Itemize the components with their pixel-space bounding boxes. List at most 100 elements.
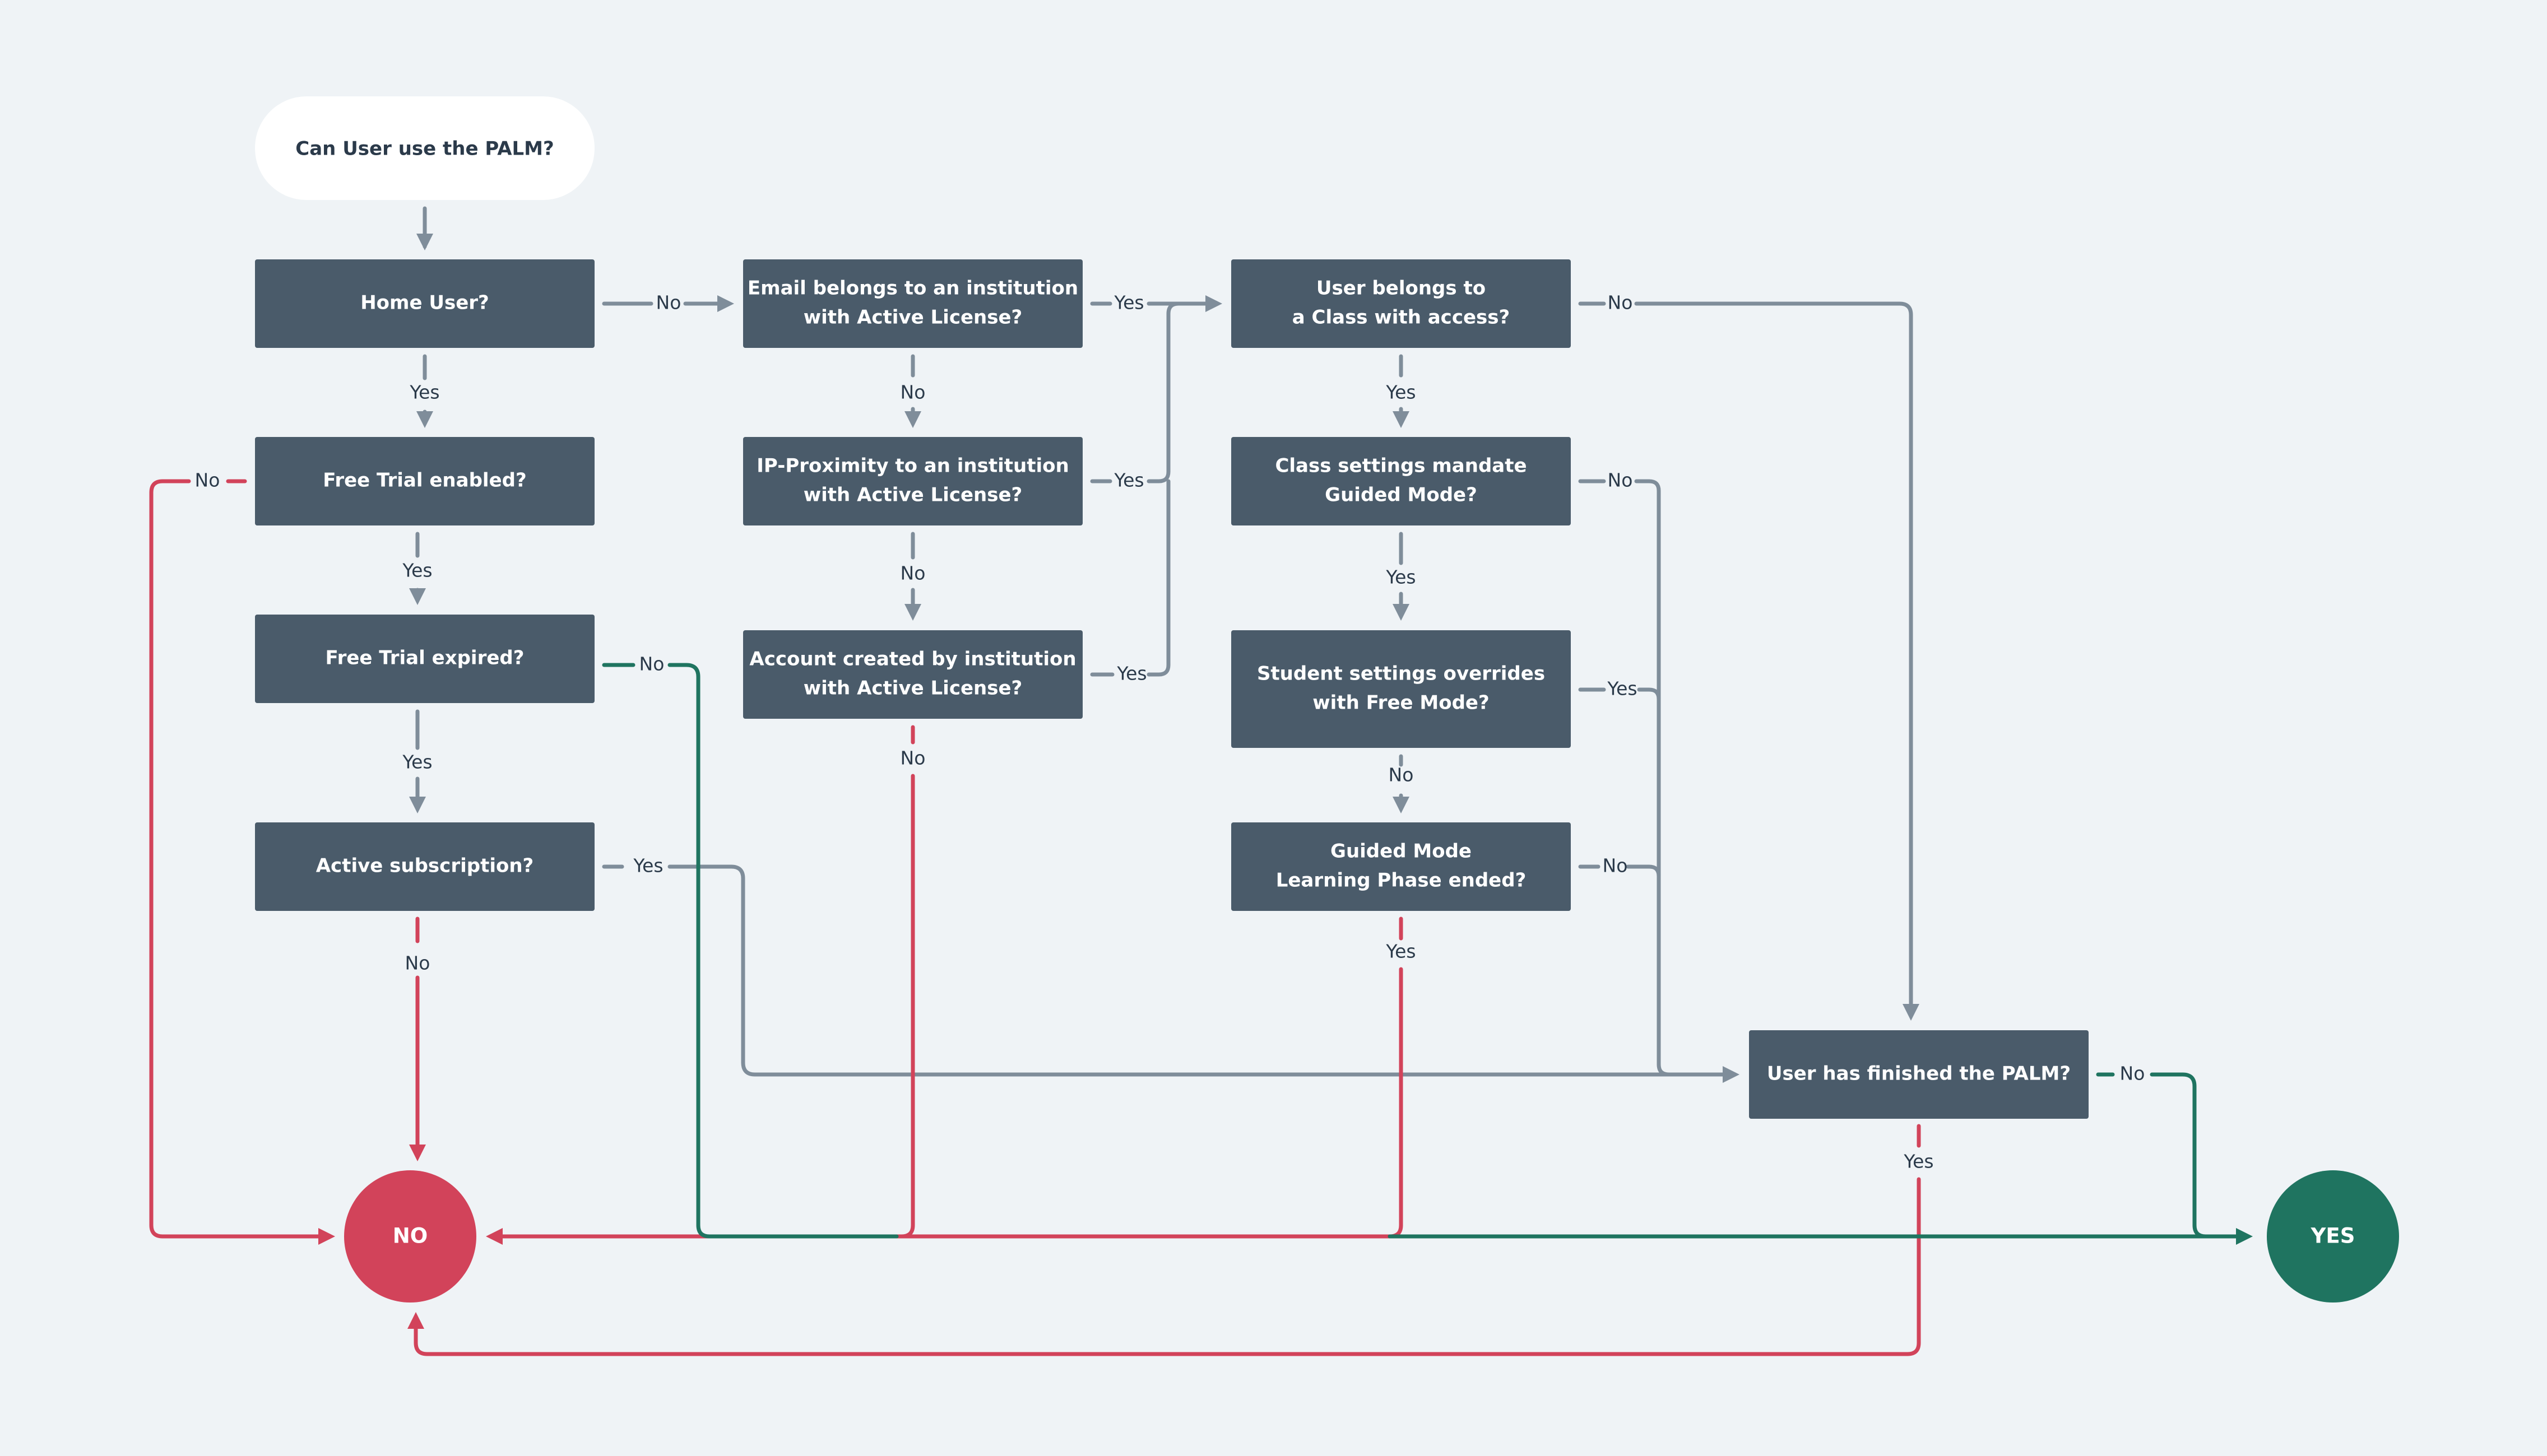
node-label: with Active License?	[804, 677, 1023, 700]
node-box	[1231, 630, 1571, 748]
node-finished-palm: User has finished the PALM?	[1749, 1030, 2089, 1119]
node-ip-proximity: IP-Proximity to an institution with Activ…	[743, 437, 1083, 525]
edge-label-yes: Yes	[1116, 663, 1147, 685]
arrowhead	[717, 295, 734, 312]
connector	[1147, 301, 1181, 483]
node-box	[1749, 1030, 2089, 1119]
connector-lines	[149, 206, 2244, 1356]
node-class-access: User belongs to a Class with access?	[1231, 259, 1571, 348]
connector	[1626, 864, 1661, 878]
arrowheads	[318, 234, 2253, 1329]
edge-label-yes: Yes	[1607, 678, 1637, 700]
node-box	[743, 259, 1083, 348]
edge-label-no: No	[1389, 764, 1414, 786]
edge-label-yes: Yes	[402, 560, 432, 582]
edge-label-yes: Yes	[633, 855, 663, 877]
edge-label-no: No	[901, 562, 926, 584]
node-free-trial-enabled: Free Trial enabled?	[255, 437, 595, 525]
decision-nodes: Home User? Free Trial enabled? Free Trial …	[255, 259, 2089, 1119]
node-box	[1231, 822, 1571, 911]
edge-label-no: No	[1608, 469, 1633, 491]
edge-label-no: No	[656, 292, 681, 314]
arrowhead	[1393, 604, 1409, 621]
node-label: with Active License?	[804, 306, 1023, 329]
node-box	[255, 437, 595, 525]
no-terminal-circle	[344, 1170, 476, 1303]
arrowhead	[416, 411, 433, 428]
node-account-created: Account created by institution with Activ…	[743, 630, 1083, 719]
connector	[414, 1177, 1921, 1356]
node-label: with Active License?	[804, 484, 1023, 506]
node-label: Learning Phase ended?	[1276, 869, 1527, 892]
connector	[149, 479, 327, 1239]
arrowhead	[486, 1228, 503, 1245]
connector	[667, 663, 899, 1239]
node-box	[743, 630, 1083, 719]
node-label: Guided Mode	[1330, 840, 1472, 863]
edge-label-yes: Yes	[402, 751, 432, 773]
start-label: Can User use the PALM?	[295, 138, 554, 160]
node-active-subscription: Active subscription?	[255, 822, 595, 911]
terminal-yes: YES	[2267, 1170, 2399, 1303]
node-label: with Free Mode?	[1312, 692, 1489, 714]
node-label: Student settings overrides	[1257, 663, 1545, 685]
connector	[667, 864, 1731, 1077]
node-label: Account created by institution	[749, 648, 1076, 671]
arrowhead	[407, 1312, 424, 1329]
node-label: Home User?	[360, 292, 489, 314]
edge-label-no: No	[1603, 855, 1628, 877]
edge-labels: NoYesNoYesNoYesYesNoYesNoYesNoYesNoNoYes…	[195, 292, 2145, 1173]
arrowhead	[2236, 1228, 2253, 1245]
node-student-free: Student settings overrides with Free Mode…	[1231, 630, 1571, 748]
edge-label-no: No	[901, 747, 926, 769]
node-free-trial-expired: Free Trial expired?	[255, 615, 595, 703]
node-box	[1231, 437, 1571, 525]
edge-label-no: No	[2120, 1063, 2145, 1085]
connector	[1634, 301, 1913, 1013]
arrowhead	[409, 588, 426, 605]
node-box	[255, 615, 595, 703]
arrowhead	[416, 234, 433, 250]
edge-label-yes: Yes	[1385, 941, 1416, 962]
connector	[899, 774, 915, 1239]
connector	[2150, 1072, 2208, 1239]
arrowhead	[409, 797, 426, 813]
node-label: Free Trial expired?	[326, 647, 525, 669]
node-label: User has finished the PALM?	[1767, 1063, 2071, 1085]
edge-label-yes: Yes	[1114, 469, 1144, 491]
edge-label-yes: Yes	[1385, 566, 1416, 588]
connector	[1634, 479, 1671, 1077]
arrowhead	[1393, 797, 1409, 813]
edge-label-no: No	[901, 382, 926, 403]
edge-label-no: No	[195, 469, 220, 491]
edge-label-yes: Yes	[1903, 1151, 1933, 1173]
connector	[494, 967, 1403, 1239]
node-box	[255, 259, 595, 348]
arrowhead	[1205, 295, 1222, 312]
edge-label-no: No	[405, 952, 430, 974]
node-box	[1231, 259, 1571, 348]
connector	[1147, 479, 1171, 677]
node-label: IP-Proximity to an institution	[757, 455, 1069, 477]
node-label: Free Trial enabled?	[323, 469, 526, 492]
node-label: Guided Mode?	[1325, 484, 1477, 506]
no-terminal-label: NO	[393, 1224, 428, 1248]
node-box	[743, 437, 1083, 525]
edge-label-yes: Yes	[1385, 382, 1416, 403]
arrowhead	[409, 1145, 426, 1161]
start-node: Can User use the PALM?	[255, 96, 595, 200]
terminal-no: NO	[344, 1170, 476, 1303]
node-label: User belongs to	[1316, 277, 1486, 300]
arrowhead	[904, 411, 921, 428]
node-label: Active subscription?	[316, 855, 534, 877]
yes-terminal-circle	[2267, 1170, 2399, 1303]
edge-label-yes: Yes	[1114, 292, 1144, 314]
node-home-user: Home User?	[255, 259, 595, 348]
arrowhead	[1903, 1004, 1919, 1021]
edge-label-no: No	[1608, 292, 1633, 314]
edge-label-no: No	[639, 653, 665, 675]
node-label: a Class with access?	[1292, 306, 1510, 329]
